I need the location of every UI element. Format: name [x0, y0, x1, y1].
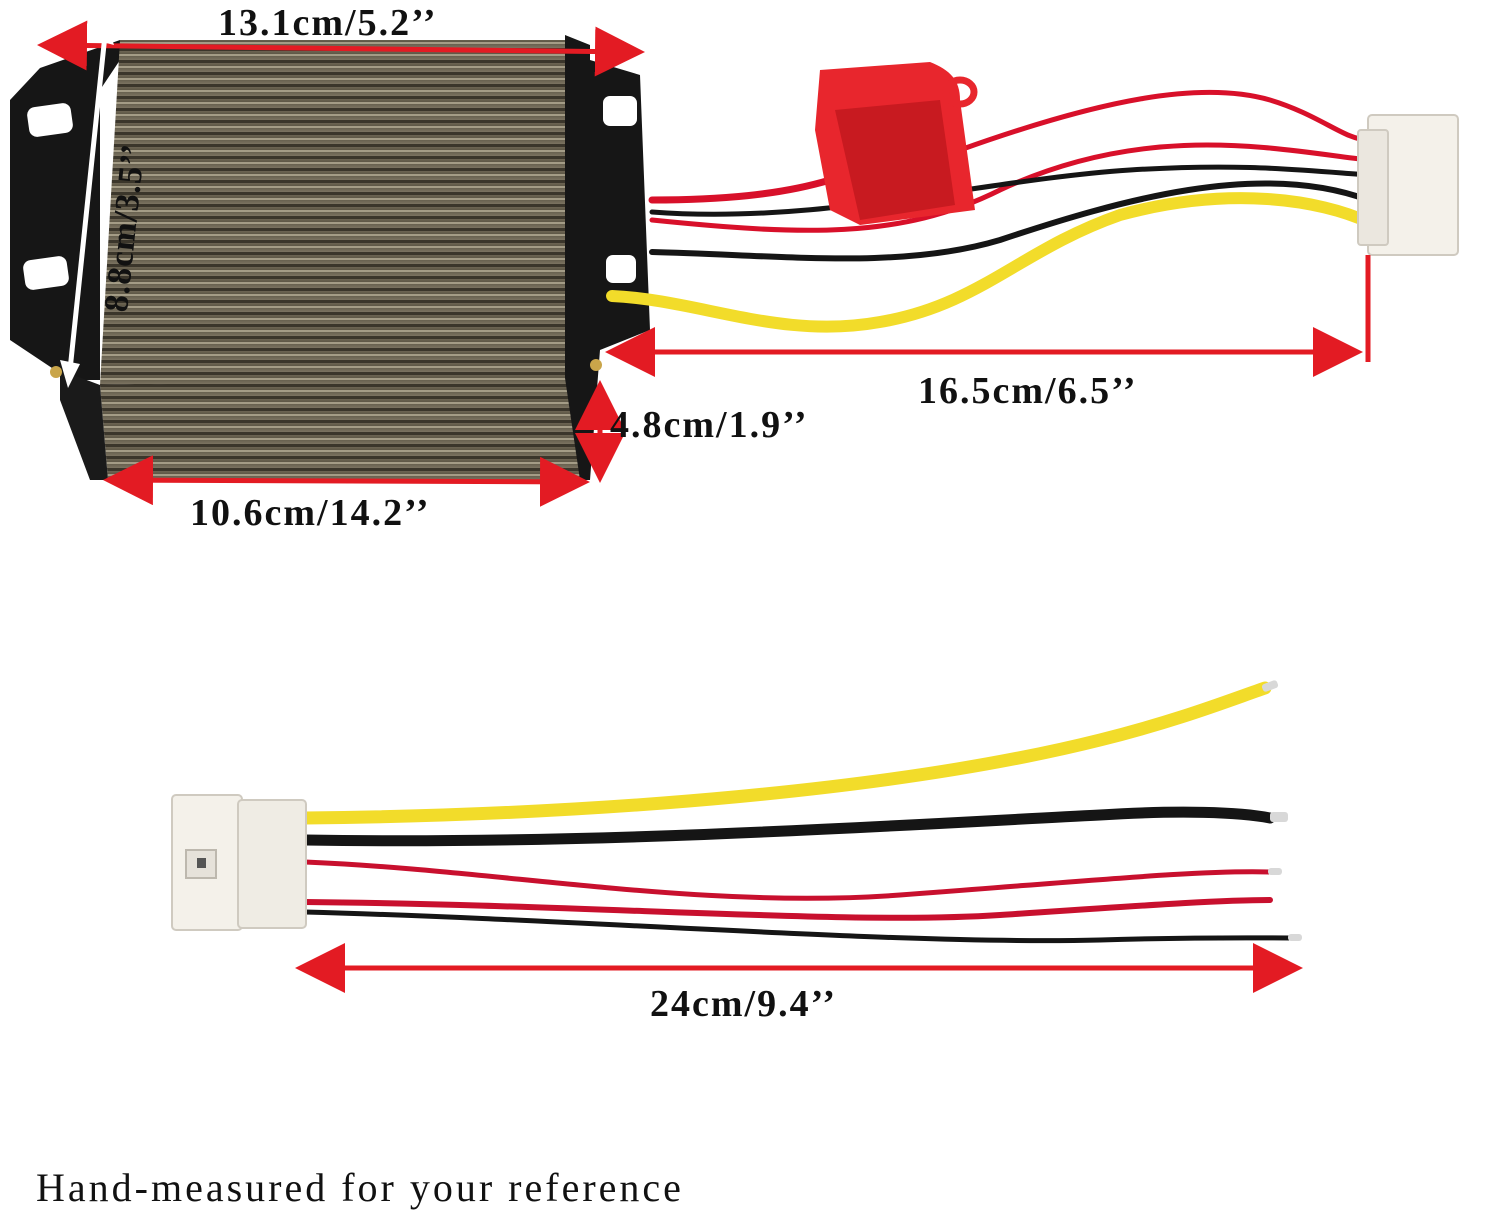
side-plate [60, 370, 108, 480]
latch-icon [197, 858, 206, 868]
black-wire [649, 180, 1371, 262]
wire-tips [1261, 680, 1302, 941]
label-bottom-width: 10.6cm/14.2’’ [190, 492, 431, 534]
black-wire [299, 806, 1276, 847]
heatsink-front [100, 378, 580, 480]
yellow-wire [298, 681, 1272, 825]
red-wire [302, 897, 1273, 921]
depth-arrow [60, 22, 114, 388]
heatsink-fins [100, 40, 565, 385]
wire-harness [298, 681, 1295, 944]
output-connector [1357, 114, 1459, 256]
label-cable-length: 16.5cm/6.5’’ [918, 370, 1138, 412]
screw-icon [590, 359, 602, 371]
label-top-width: 13.1cm/5.2’’ [218, 2, 438, 44]
label-height: 4.8cm/1.9’’ [610, 404, 809, 446]
red-wire [302, 859, 1273, 901]
yellow-wire [606, 192, 1374, 333]
caption-text: Hand-measured for your reference [36, 1165, 684, 1210]
output-cables [606, 89, 1374, 333]
harness-connector [171, 794, 307, 931]
screw-icon [50, 366, 62, 378]
bracket-slot [603, 96, 637, 126]
black-wire [302, 909, 1295, 944]
fuse-cap-loop [942, 76, 978, 108]
bracket-slot [27, 103, 73, 137]
fuse-holder [815, 62, 978, 225]
converter-housing [10, 35, 650, 480]
arrow-top-width [37, 20, 645, 77]
arrow-bottom-width [103, 455, 590, 507]
right-bracket [565, 35, 650, 480]
black-wire [649, 164, 1371, 217]
red-wire [648, 176, 834, 204]
dimension-arrows [37, 20, 1371, 507]
bracket-slot [606, 255, 636, 283]
label-harness-length: 24cm/9.4’’ [650, 983, 838, 1025]
red-wire [649, 142, 1371, 233]
bracket-slot [23, 256, 69, 290]
red-wire [957, 89, 1371, 153]
